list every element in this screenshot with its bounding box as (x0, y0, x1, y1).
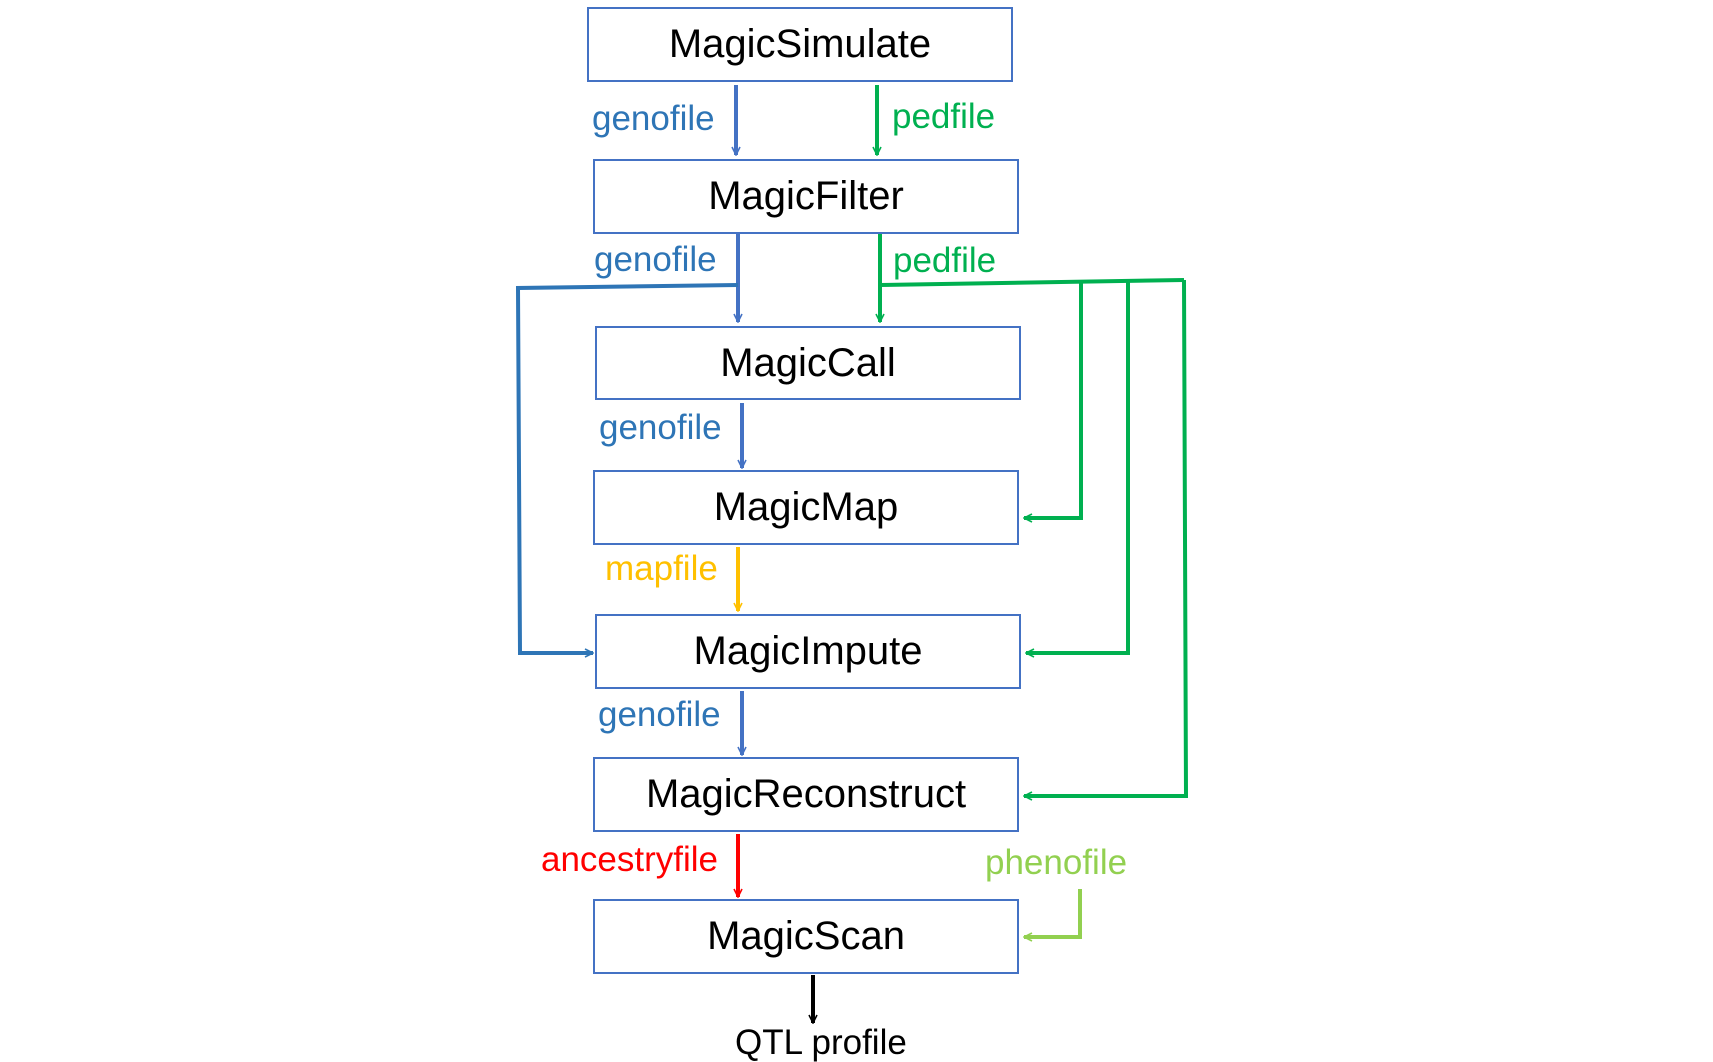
label-call-map-geno: genofile (599, 408, 722, 447)
node-magicscan: MagicScan (593, 899, 1019, 974)
arrow-ped-impute (1026, 281, 1130, 653)
label-simulate-filter-geno: genofile (592, 99, 715, 138)
label-simulate-filter-ped: pedfile (892, 97, 996, 136)
arrow-pheno-scan (1024, 889, 1082, 937)
arrow-ped-map (1024, 282, 1083, 518)
label-map-impute-map: mapfile (605, 549, 718, 588)
label-filter-call-geno: genofile (594, 240, 717, 279)
arrow-ped-reconstruct (1024, 279, 1189, 796)
node-magiccall: MagicCall (595, 326, 1021, 400)
node-magicsimulate: MagicSimulate (587, 7, 1013, 82)
arrow-filter-impute-geno (515, 283, 739, 653)
node-magicfilter: MagicFilter (593, 159, 1019, 234)
node-magicmap: MagicMap (593, 470, 1019, 545)
label-reconstruct-scan-ancestry: ancestryfile (541, 840, 719, 879)
label-qtl-profile: QTL profile (735, 1023, 907, 1062)
label-pheno-scan: phenofile (985, 843, 1128, 882)
pedfile-bus (879, 278, 1185, 287)
node-magicreconstruct: MagicReconstruct (593, 757, 1019, 832)
node-magicimpute: MagicImpute (595, 614, 1021, 689)
label-impute-reconstruct-geno: genofile (598, 695, 721, 734)
label-filter-call-ped: pedfile (893, 241, 997, 280)
